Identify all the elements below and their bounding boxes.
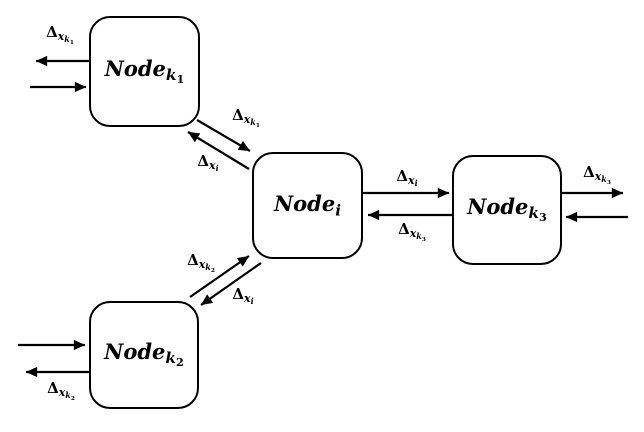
- label-delta-xk3-to-i: Δxk3: [398, 220, 426, 244]
- node-k3-label: Nodek3: [467, 194, 547, 225]
- label-delta-xi-to-k1: Δxi: [197, 151, 219, 174]
- node-k2-label: Nodek2: [104, 339, 184, 370]
- label-delta-xk2-to-i: Δxk2: [187, 251, 215, 275]
- label-delta-xi-to-k2: Δxi: [232, 284, 254, 307]
- label-delta-xk1-to-i: Δxk1: [232, 106, 260, 130]
- label-delta-xk1-external: Δxk1: [46, 23, 74, 47]
- node-i-box: Nodei: [252, 152, 363, 259]
- label-delta-xk3-external: Δxk3: [583, 163, 611, 187]
- label-delta-xk2-external: Δxk2: [47, 379, 75, 403]
- node-i-label: Nodei: [273, 190, 342, 219]
- arrow-i-to-k1: [187, 131, 250, 170]
- arrow-i-to-k2: [200, 262, 262, 306]
- node-k1-box: Nodek1: [89, 16, 200, 127]
- label-delta-xi-to-k3: Δxi: [396, 166, 418, 189]
- arrow-k1-to-i: [196, 119, 251, 152]
- node-k2-box: Nodek2: [89, 301, 199, 409]
- arrow-k2-to-i: [189, 255, 250, 298]
- node-k1-label: Nodek1: [104, 55, 185, 87]
- node-k3-box: Nodek3: [452, 155, 562, 265]
